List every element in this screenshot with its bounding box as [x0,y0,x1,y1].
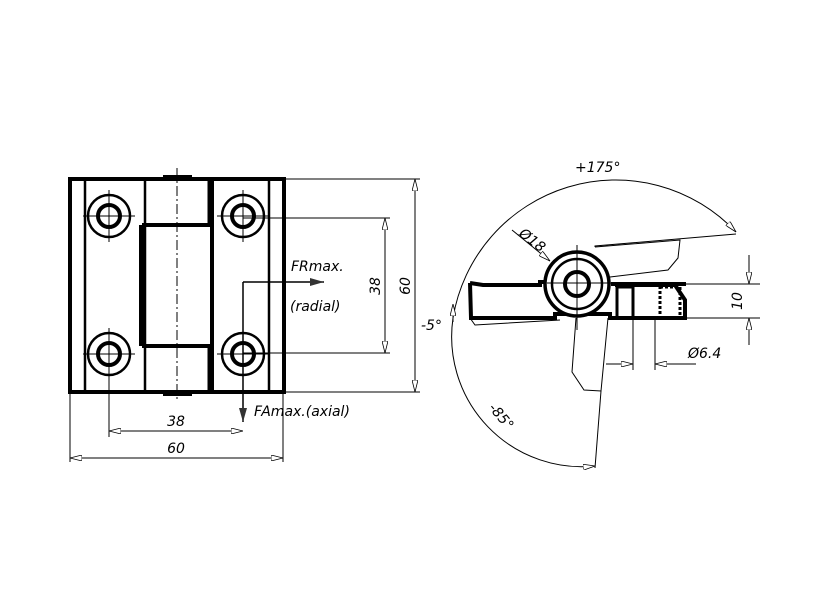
dim-hole-spacing-vertical: 38 [368,277,384,295]
dim-hole-spacing-horizontal: 38 [167,414,185,430]
angle-open: +175° [575,160,620,176]
force-radial-sublabel: (radial) [290,299,341,315]
front-view: 38 60 38 60 FRmax. (radial) FAmax.(axial… [68,168,420,462]
force-axial-label: FAmax.(axial) [254,404,350,420]
angle-neg-small: -5° [421,318,442,334]
dim-hole-diameter: Ø6.4 [687,346,721,362]
mounting-holes [83,190,269,380]
dim-thickness: 10 [730,292,746,310]
force-radial-label: FRmax. [291,259,344,275]
dim-knuckle-diameter: Ø18 [515,225,548,256]
dim-height: 60 [398,277,414,295]
dim-width: 60 [167,441,185,457]
side-view: 10 Ø6.4 Ø18 +175° -5° -85° [421,160,760,468]
